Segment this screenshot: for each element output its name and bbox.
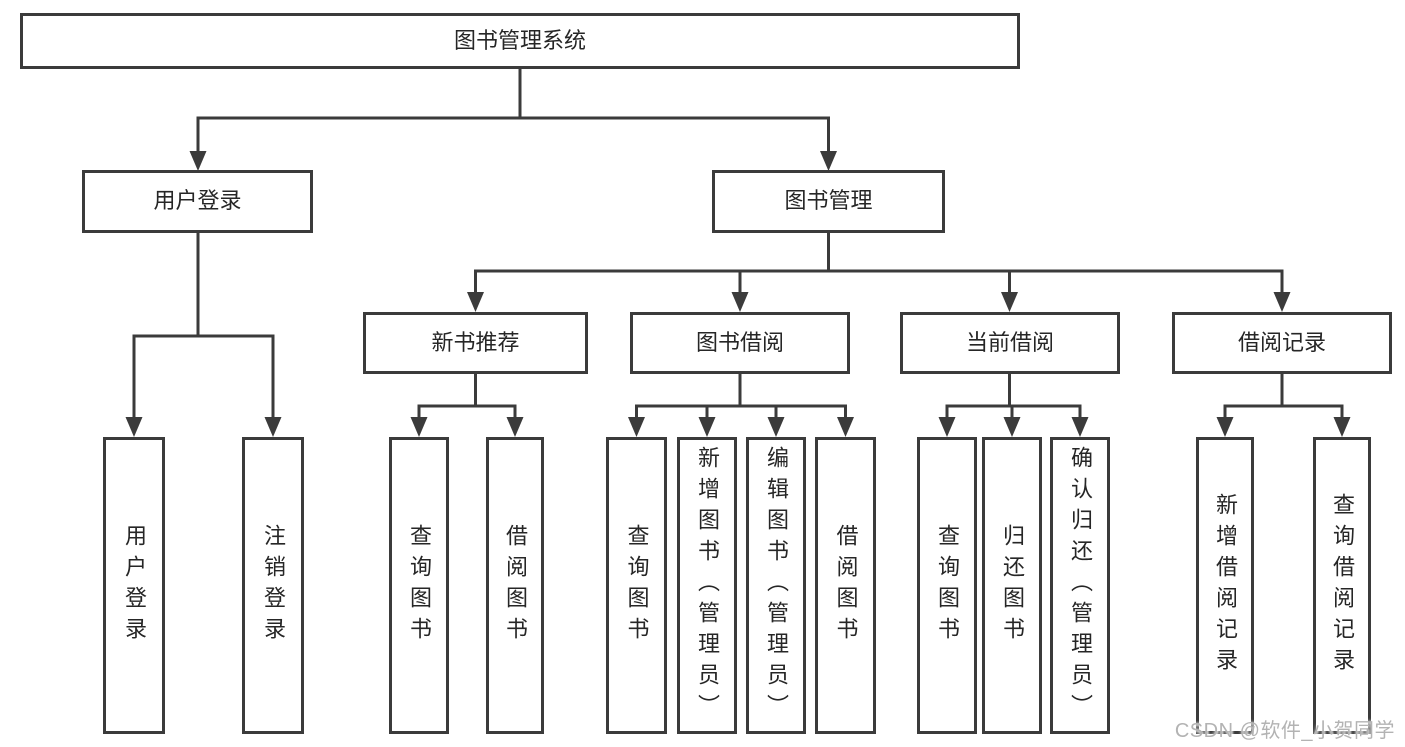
- leaf-record-query-record-label: 查询借阅记录: [1330, 492, 1355, 679]
- leaf-user-login: 用户登录: [103, 437, 165, 734]
- leaf-borrow-edit-book: 编辑图书（管理员）: [746, 437, 806, 734]
- node-root-system-label: 图书管理系统: [453, 27, 586, 53]
- node-current-borrow: 当前借阅: [900, 312, 1120, 374]
- node-book-borrow: 图书借阅: [630, 312, 850, 374]
- node-user-login-label: 用户登录: [153, 188, 242, 214]
- leaf-borrow-edit-book-label: 编辑图书（管理员）: [764, 446, 789, 725]
- leaf-borrow-borrow-book-label: 借阅图书: [833, 523, 859, 648]
- leaf-recommend-query-book-label: 查询图书: [407, 523, 432, 648]
- leaf-current-confirm-return: 确认归还（管理员）: [1050, 437, 1110, 734]
- node-root-system: 图书管理系统: [20, 13, 1020, 69]
- leaf-borrow-add-book-label: 新增图书（管理员）: [695, 446, 720, 725]
- leaf-current-query-book-label: 查询图书: [935, 523, 960, 648]
- node-book-borrow-label: 图书借阅: [695, 329, 784, 355]
- leaf-borrow-add-book: 新增图书（管理员）: [677, 437, 737, 734]
- leaf-current-confirm-return-label: 确认归还（管理员）: [1068, 446, 1093, 725]
- leaf-current-query-book: 查询图书: [917, 437, 977, 734]
- watermark: CSDN @软件_小贺同学: [1174, 720, 1395, 742]
- node-new-book-recommend: 新书推荐: [363, 312, 588, 374]
- node-new-book-recommend-label: 新书推荐: [431, 329, 520, 355]
- node-current-borrow-label: 当前借阅: [965, 329, 1054, 355]
- leaf-current-return-book: 归还图书: [982, 437, 1042, 734]
- leaf-borrow-query-book: 查询图书: [606, 437, 667, 734]
- leaf-recommend-query-book: 查询图书: [389, 437, 449, 734]
- leaf-borrow-borrow-book: 借阅图书: [815, 437, 876, 734]
- leaf-record-add-record-label: 新增借阅记录: [1213, 492, 1238, 679]
- node-borrow-record-label: 借阅记录: [1237, 329, 1326, 355]
- leaf-logout: 注销登录: [242, 437, 304, 734]
- leaf-recommend-borrow-book: 借阅图书: [486, 437, 544, 734]
- leaf-record-query-record: 查询借阅记录: [1313, 437, 1371, 734]
- leaf-current-return-book-label: 归还图书: [1000, 523, 1025, 648]
- leaf-recommend-borrow-book-label: 借阅图书: [503, 523, 528, 648]
- node-book-management: 图书管理: [712, 170, 945, 233]
- leaf-record-add-record: 新增借阅记录: [1196, 437, 1254, 734]
- leaf-user-login-label: 用户登录: [122, 523, 147, 648]
- node-borrow-record: 借阅记录: [1172, 312, 1392, 374]
- leaf-logout-label: 注销登录: [261, 523, 286, 648]
- node-book-management-label: 图书管理: [784, 188, 873, 214]
- node-user-login: 用户登录: [82, 170, 313, 233]
- leaf-borrow-query-book-label: 查询图书: [624, 523, 650, 648]
